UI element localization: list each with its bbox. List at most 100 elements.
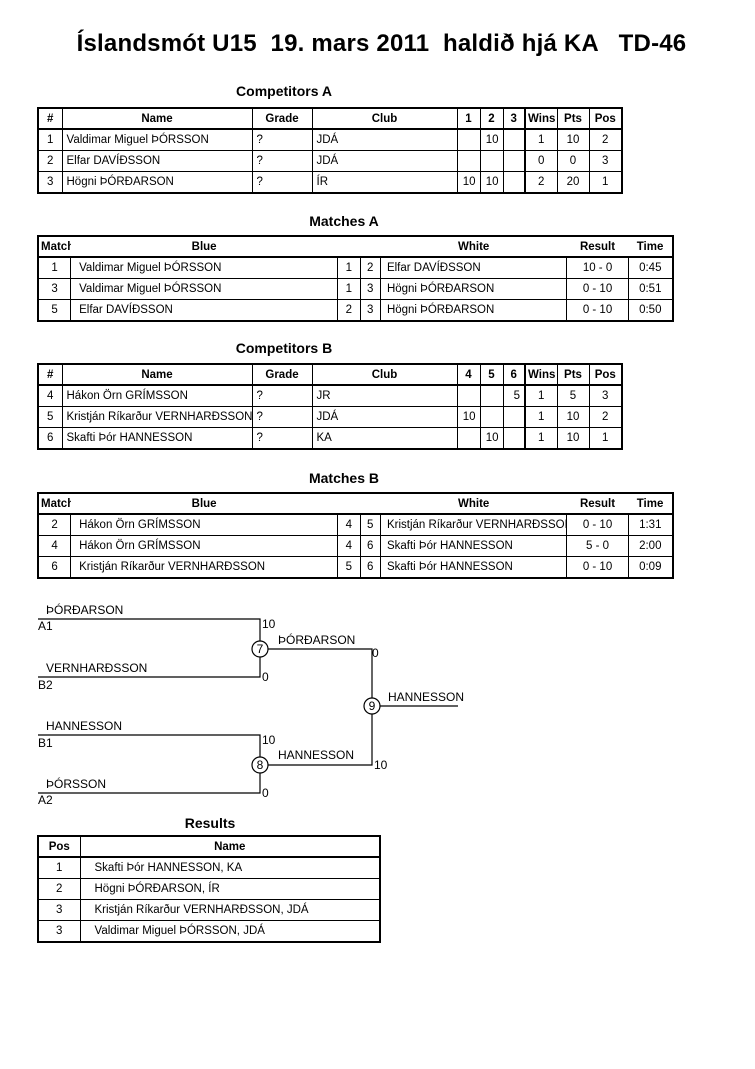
- bracket-line-b2: [38, 656, 261, 678]
- cell-b: 1: [337, 256, 361, 279]
- competitors-b-col-1: Name: [61, 364, 252, 386]
- cell-club: KA: [311, 427, 458, 450]
- cell-pos: 3: [588, 150, 623, 172]
- cell-r2: 10: [479, 128, 504, 151]
- cell-wins: 0: [524, 150, 558, 172]
- cell-r2: 10: [479, 427, 504, 450]
- competitors-b-col-4: 4: [456, 364, 480, 386]
- cell-time: 0:09: [627, 556, 674, 579]
- cell-blue: Hákon Örn GRÍMSSON: [70, 513, 339, 536]
- bracket-line-b1: [38, 734, 261, 758]
- cell-time: 0:50: [627, 299, 674, 322]
- cell-wins: 2: [524, 171, 558, 194]
- bracket-seed-score-1: 10: [262, 617, 276, 631]
- cell-r3: 5: [502, 384, 526, 407]
- competitors-b-col-9: Pos: [588, 364, 622, 386]
- cell-pos: 3: [37, 920, 81, 943]
- competitors-a-col-9: Pos: [588, 108, 622, 130]
- results-col-1: Name: [79, 836, 380, 858]
- cell-club: ÍR: [311, 171, 458, 194]
- bracket-seed-name-4: ÞÓRSSON: [46, 776, 106, 791]
- cell-club: JDÁ: [311, 150, 458, 172]
- cell-wins: 1: [524, 384, 558, 407]
- matches-b-col-5: Time: [628, 493, 673, 515]
- match-circle-8: [251, 756, 269, 774]
- cell-pts: 5: [556, 384, 590, 407]
- matches-b-col-0: Match: [38, 493, 71, 515]
- cell-pos: 2: [588, 128, 623, 151]
- bracket-line-a1: [38, 618, 261, 642]
- competitors-a-col-8: Pts: [556, 108, 589, 130]
- cell-name: Kristján Ríkarður VERNHARÐSSON, JDÁ: [79, 899, 381, 921]
- competitors-a-col-6: 3: [502, 108, 525, 130]
- cell-num: 3: [37, 171, 63, 194]
- match-number-8: 8: [257, 758, 264, 772]
- cell-result: 10 - 0: [566, 256, 629, 279]
- cell-match: 6: [37, 556, 72, 579]
- cell-pos: 1: [588, 427, 623, 450]
- cell-pos: 3: [37, 899, 81, 921]
- cell-name: Kristján Ríkarður VERNHARÐSSON: [61, 406, 253, 428]
- cell-match: 5: [37, 299, 72, 322]
- matches-a-col-2: [337, 236, 381, 258]
- match-number-7: 7: [257, 642, 264, 656]
- competitors-b-col-5: 5: [479, 364, 503, 386]
- cell-match: 1: [37, 256, 72, 279]
- cell-r2: [479, 150, 504, 172]
- cell-blue: Hákon Örn GRÍMSSON: [70, 535, 339, 557]
- cell-white: Elfar DAVÍÐSSON: [379, 256, 568, 279]
- cell-pts: 10: [556, 427, 590, 450]
- cell-b: 4: [337, 535, 361, 557]
- cell-name: Högni ÞÓRÐARSON: [61, 171, 253, 194]
- cell-blue: Valdimar Miguel ÞÓRSSON: [70, 278, 339, 300]
- cell-r1: 10: [456, 406, 481, 428]
- cell-num: 1: [37, 128, 63, 151]
- bracket-seed-label-3: B1: [38, 736, 53, 750]
- cell-white: Skafti Þór HANNESSON: [379, 535, 568, 557]
- cell-r3: [502, 128, 526, 151]
- cell-r2: [479, 384, 504, 407]
- cell-result: 5 - 0: [566, 535, 629, 557]
- matches-a-header: MatchBlueWhiteResultTime: [38, 236, 673, 258]
- cell-club: JR: [311, 384, 458, 407]
- competitors-a-col-2: Grade: [251, 108, 312, 130]
- match-circle-9: [363, 697, 381, 715]
- cell-match: 2: [37, 513, 72, 536]
- bracket-seed-label-4: A2: [38, 793, 53, 807]
- bracket-seed-name-1: ÞÓRÐARSON: [46, 602, 123, 617]
- semi-score-8: 10: [374, 758, 388, 772]
- competitors-a-col-1: Name: [61, 108, 252, 130]
- competitors-a-col-5: 2: [479, 108, 503, 130]
- final-winner: HANNESSON: [388, 690, 464, 704]
- cell-pos: 2: [588, 406, 623, 428]
- bracket-seed-score-3: 10: [262, 733, 276, 747]
- semi-score-7: 0: [372, 646, 379, 660]
- matches-b-col-1: Blue: [70, 493, 338, 515]
- matches-b-header: MatchBlueWhiteResultTime: [38, 493, 673, 515]
- cell-b: 5: [337, 556, 361, 579]
- cell-club: JDÁ: [311, 406, 458, 428]
- competitors-b-col-3: Club: [311, 364, 457, 386]
- competitors-b-col-8: Pts: [556, 364, 589, 386]
- bracket-seed-score-4: 0: [262, 786, 269, 800]
- cell-white: Högni ÞÓRÐARSON: [379, 299, 568, 322]
- cell-pos: 3: [588, 384, 623, 407]
- cell-match: 3: [37, 278, 72, 300]
- cell-num: 4: [37, 384, 63, 407]
- cell-r2: 10: [479, 171, 504, 194]
- cell-pos: 1: [37, 856, 81, 879]
- cell-name: Skafti Þór HANNESSON: [61, 427, 253, 450]
- cell-name: Högni ÞÓRÐARSON, ÍR: [79, 878, 381, 900]
- page-title: Íslandsmót U15 19. mars 2011 haldið hjá …: [76, 30, 687, 57]
- competitors-a-col-7: Wins: [524, 108, 557, 130]
